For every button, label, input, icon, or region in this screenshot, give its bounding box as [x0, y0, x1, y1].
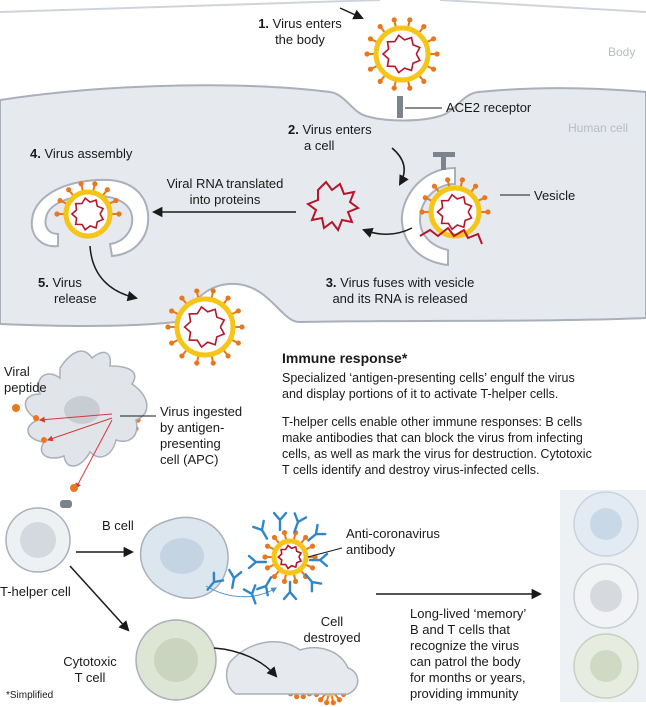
ace2-receptor-shape	[397, 96, 403, 118]
peptide-dot	[41, 437, 47, 443]
body-membrane-line-right	[439, 0, 646, 13]
virus-ingested-label: Virus ingested by antigen- presenting ce…	[160, 404, 243, 467]
translated-label: Viral RNA translated into proteins	[166, 176, 284, 207]
simplified-footnote: *Simplified	[6, 690, 54, 701]
antibody-mark	[272, 511, 288, 532]
virus-particle	[262, 530, 318, 584]
peptide-arrow-2	[46, 417, 113, 442]
vesicle-label: Vesicle	[534, 188, 576, 203]
antibody-mark	[308, 552, 329, 568]
cytotoxic-label: Cytotoxic T cell	[63, 654, 117, 685]
antibody-mark	[206, 571, 225, 591]
antibody-label: Anti-coronavirus antibody	[346, 526, 440, 557]
step4-label: 4. Virus assembly	[30, 146, 133, 161]
t-helper-label: T-helper cell	[0, 584, 71, 599]
virus-particle	[54, 181, 122, 239]
ace2-label: ACE2 receptor	[446, 100, 532, 115]
cell-destroyed-label: Cell destroyed	[303, 614, 361, 645]
antibody-mark	[252, 519, 269, 540]
peptide-dot	[12, 404, 20, 412]
released-rna	[419, 226, 483, 245]
apc-nucleus	[64, 396, 100, 424]
antibody-mark	[242, 584, 257, 605]
b-cell-nucleus	[160, 538, 204, 574]
antibody-mark	[282, 580, 298, 601]
viral-peptide-label: Viral peptide	[4, 364, 47, 395]
memory-t-nucleus	[590, 580, 622, 612]
antibody-mark	[304, 573, 323, 593]
step1-label: 1. Virus enters the body	[258, 16, 342, 47]
body-membrane-line	[0, 0, 381, 13]
immune-response-heading: Immune response*	[282, 350, 408, 366]
arrow-step2	[391, 147, 409, 186]
memory-b-nucleus	[590, 508, 622, 540]
immune-paragraph-1: Specialized ‘antigen-presenting cells’ e…	[282, 371, 575, 401]
virus-particle	[364, 17, 440, 91]
antibody-mark	[247, 554, 268, 570]
body-label: Body	[608, 45, 636, 59]
vesicle-receptor-cap	[433, 152, 455, 157]
peptide-arrow-3	[75, 419, 113, 490]
vesicle-receptor	[441, 152, 446, 170]
arrow-step3	[362, 227, 413, 238]
memory-cells-label: Long-lived ‘memory’ B and T cells that r…	[410, 606, 527, 701]
virus-particle	[419, 177, 491, 239]
antibody-leader	[307, 547, 343, 558]
peptide-dot	[70, 484, 78, 492]
virus-particle	[165, 288, 245, 366]
destroyed-cell	[225, 641, 359, 695]
peptide-dot	[33, 415, 39, 421]
antibody-release-arrow	[205, 585, 278, 598]
immune-paragraph-2: T-helper cells enable other immune respo…	[282, 415, 592, 477]
step2-label: 2. Virus enters a cell	[288, 122, 372, 153]
entry-arrow	[339, 7, 364, 20]
antibody-mark	[228, 568, 243, 590]
vesicle-outline	[400, 166, 456, 267]
memory-cytotoxic-nucleus	[590, 650, 622, 682]
step5-label: 5. Virus release	[38, 275, 97, 306]
cytotoxic-nucleus	[154, 638, 198, 682]
antibodies	[206, 511, 329, 605]
peptide-arrow-1	[38, 413, 113, 423]
antibody-mark	[293, 512, 308, 533]
b-cell-label: B cell	[102, 518, 134, 533]
arrow-destroy	[213, 647, 278, 678]
step3-label: 3. Virus fuses with vesicle and its RNA …	[325, 275, 475, 306]
antibody-mark	[307, 523, 327, 542]
arrow-release	[89, 245, 139, 302]
human-cell-label: Human cell	[568, 121, 629, 135]
t-helper-receptor	[60, 500, 72, 508]
antibody-mark	[256, 576, 273, 597]
arrow-to-t-cell	[69, 565, 130, 632]
t-helper-nucleus	[20, 522, 56, 558]
viral-rna-strand	[305, 180, 361, 233]
